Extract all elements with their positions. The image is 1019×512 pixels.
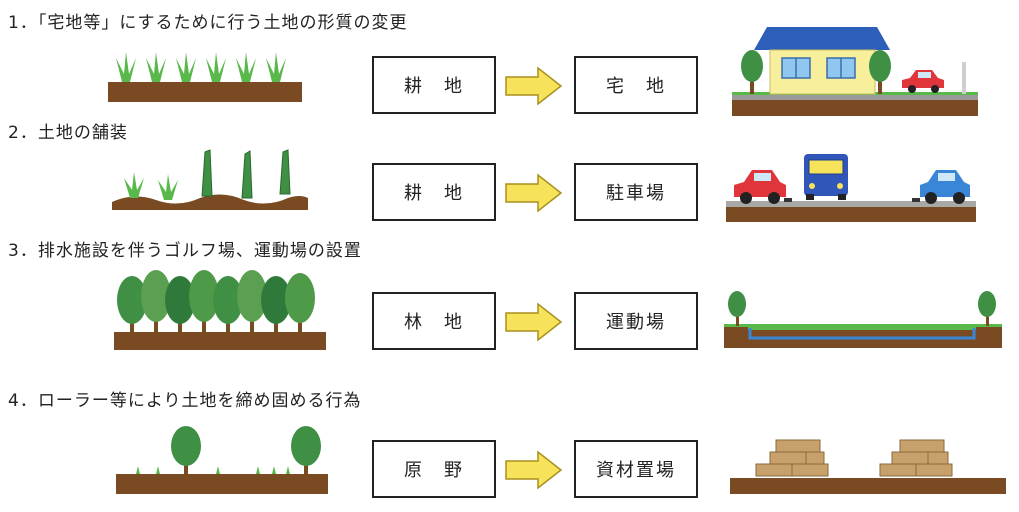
heading-3: 3．排水施設を伴うゴルフ場、運動場の設置 [8, 241, 362, 261]
drainage-pipe [748, 328, 976, 340]
from-box-1: 耕 地 [372, 56, 496, 114]
house-illustration [732, 27, 978, 116]
red-car [902, 70, 944, 88]
farmland-illustration-2 [112, 149, 308, 210]
forest-illustration [114, 270, 326, 350]
parking-illustration [726, 154, 976, 222]
to-box-4: 資材置場 [574, 440, 698, 498]
sports-field-illustration [724, 291, 1002, 348]
blue-car [920, 170, 970, 197]
arrow-icon [505, 66, 563, 106]
arrow-icon [505, 450, 563, 490]
farmland-illustration-1 [108, 52, 302, 102]
from-box-2: 耕 地 [372, 163, 496, 221]
to-box-2: 駐車場 [574, 163, 698, 221]
from-box-3: 林 地 [372, 292, 496, 350]
arrow-icon [505, 302, 563, 342]
field-illustration [116, 426, 328, 494]
soil-layer [108, 82, 302, 102]
arrow-icon [505, 173, 563, 213]
crop-sprouts [116, 52, 286, 82]
to-box-1: 宅 地 [574, 56, 698, 114]
roof-shape [754, 27, 890, 50]
heading-4: 4．ローラー等により土地を締め固める行為 [8, 391, 362, 411]
red-car [734, 170, 786, 197]
to-box-3: 運動場 [574, 292, 698, 350]
from-box-4: 原 野 [372, 440, 496, 498]
material-yard-illustration [730, 439, 1006, 494]
heading-2: 2．土地の舗装 [8, 123, 128, 143]
heading-1: 1．「宅地等」にするために行う土地の形質の変更 [8, 13, 408, 33]
